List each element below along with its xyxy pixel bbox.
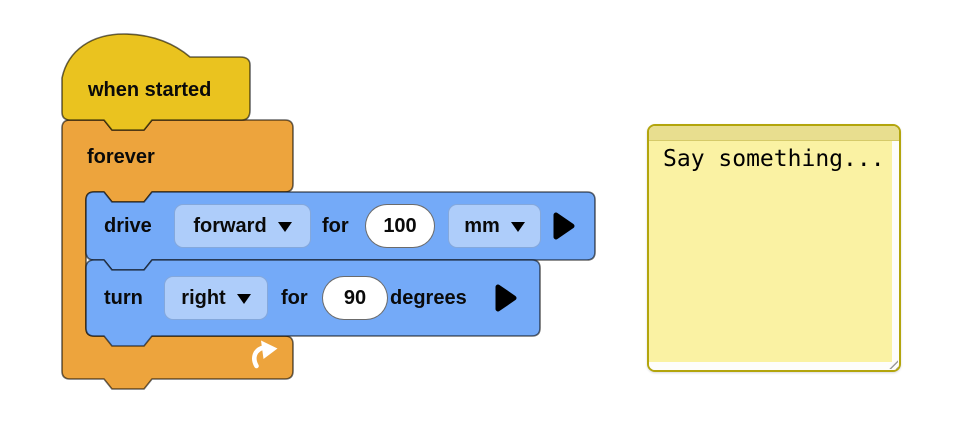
drive-for-label: for <box>322 215 349 237</box>
comment-text[interactable]: Say something... <box>649 141 892 362</box>
drive-direction-value: forward <box>193 214 267 237</box>
turn-degrees-label: degrees <box>390 287 467 309</box>
drive-unit-value: mm <box>464 214 500 237</box>
drive-direction-dropdown[interactable]: forward <box>174 204 311 248</box>
when-started-block[interactable] <box>61 33 251 131</box>
turn-angle-input[interactable]: 90 <box>322 276 388 320</box>
dropdown-arrow-icon <box>277 222 292 232</box>
dropdown-arrow-icon <box>236 294 251 304</box>
forever-label: forever <box>87 146 155 168</box>
comment-note-body: Say something... <box>649 141 899 370</box>
drive-distance-value: 100 <box>383 214 417 237</box>
comment-note[interactable]: Say something... <box>647 124 901 372</box>
turn-angle-value: 90 <box>343 286 367 309</box>
turn-direction-dropdown[interactable]: right <box>164 276 268 320</box>
dropdown-arrow-icon <box>510 222 525 232</box>
drive-distance-input[interactable]: 100 <box>365 204 435 248</box>
turn-verb-label: turn <box>104 287 143 309</box>
comment-note-header[interactable] <box>649 126 899 141</box>
loop-arrow-icon <box>252 340 278 369</box>
expand-arrow-icon[interactable] <box>493 283 519 313</box>
turn-block[interactable] <box>85 259 541 347</box>
turn-direction-value: right <box>181 286 226 309</box>
turn-for-label: for <box>281 287 308 309</box>
drive-verb-label: drive <box>104 215 152 237</box>
when-started-label: when started <box>88 79 212 101</box>
expand-arrow-icon[interactable] <box>551 211 577 241</box>
drive-unit-dropdown[interactable]: mm <box>448 204 541 248</box>
